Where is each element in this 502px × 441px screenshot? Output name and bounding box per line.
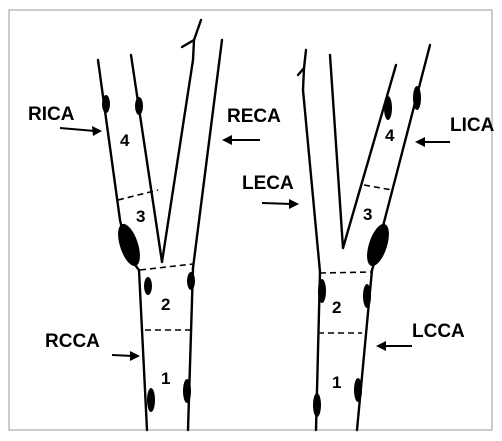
plaque (187, 272, 195, 290)
right-segment-3: 3 (136, 207, 145, 226)
leca-wall-inner (330, 55, 343, 248)
arrowhead-reca (222, 135, 232, 145)
plaque (102, 95, 110, 113)
arrow-leca (262, 203, 292, 204)
left-segment-4: 4 (385, 126, 395, 145)
right-seg-divider-2-3 (140, 264, 193, 270)
right-segment-1: 1 (161, 369, 170, 388)
plaque (413, 86, 421, 110)
label-leca: LECA (242, 173, 294, 194)
arrow-rcca (112, 355, 133, 356)
arrowhead-rcca (130, 351, 140, 361)
plaque (135, 97, 143, 115)
reca-branch (182, 20, 201, 60)
plaque (354, 378, 362, 402)
label-rica: RICA (28, 104, 75, 125)
label-reca: RECA (227, 106, 281, 127)
arrowhead-lica (415, 137, 425, 147)
plaque (183, 379, 191, 403)
plaque (144, 277, 152, 295)
plaque (114, 221, 145, 268)
plaque (363, 221, 394, 268)
left-carotid: 4 3 2 1 LECA LICA LCCA (242, 45, 495, 430)
rcca-wall-right (188, 268, 193, 430)
arrowhead-leca (289, 199, 299, 209)
frame (9, 10, 492, 430)
right-segment-2: 2 (161, 295, 170, 314)
arrowhead-rica (92, 126, 102, 136)
arrow-rica (60, 128, 95, 131)
leca-branch (298, 50, 306, 90)
left-segment-1: 1 (332, 373, 341, 392)
plaque (363, 284, 371, 308)
leca-wall-outer (303, 90, 320, 272)
rica-wall-inner (131, 55, 162, 262)
plaque (318, 279, 326, 303)
left-seg-divider-2-3 (320, 272, 372, 273)
reca-wall-outer (193, 40, 222, 268)
label-rcca: RCCA (45, 331, 100, 352)
arrowhead-lcca (376, 341, 386, 351)
reca-wall-inner (162, 60, 193, 262)
plaque (313, 393, 321, 417)
rcca-wall-left (139, 270, 147, 430)
label-lica: LICA (450, 115, 495, 136)
left-seg-divider-3-4 (364, 185, 392, 190)
plaque (147, 388, 155, 412)
left-segment-3: 3 (363, 205, 372, 224)
plaque (384, 96, 392, 120)
label-lcca: LCCA (412, 321, 465, 342)
right-segment-4: 4 (120, 131, 130, 150)
left-segment-2: 2 (332, 298, 341, 317)
right-carotid: 4 3 2 1 RICA RECA RCCA (28, 20, 281, 430)
